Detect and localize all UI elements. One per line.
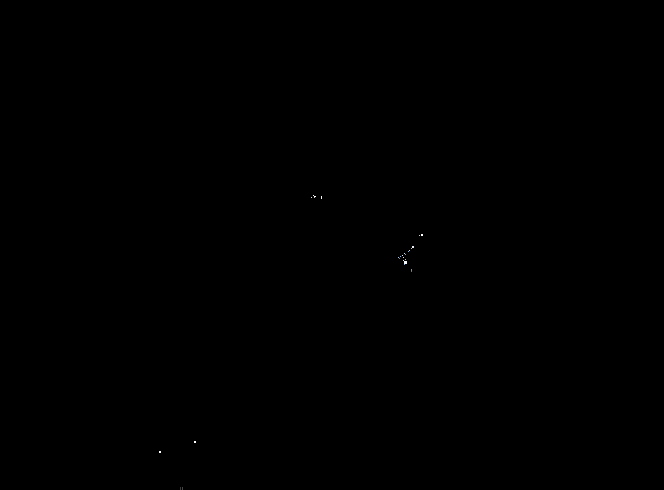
speck-cluster-blue-diagonal-glyph xyxy=(398,246,414,272)
speck-cluster-upper-left xyxy=(311,194,323,200)
speck-cluster-upper-left-glyph xyxy=(311,195,322,199)
speck-lower-left-b xyxy=(194,441,196,443)
speck-upper-right xyxy=(419,234,424,237)
speck-cluster-blue-diagonal xyxy=(398,246,416,274)
speck-lower-left-a xyxy=(159,451,161,453)
speck-upper-right-glyph xyxy=(419,234,423,236)
